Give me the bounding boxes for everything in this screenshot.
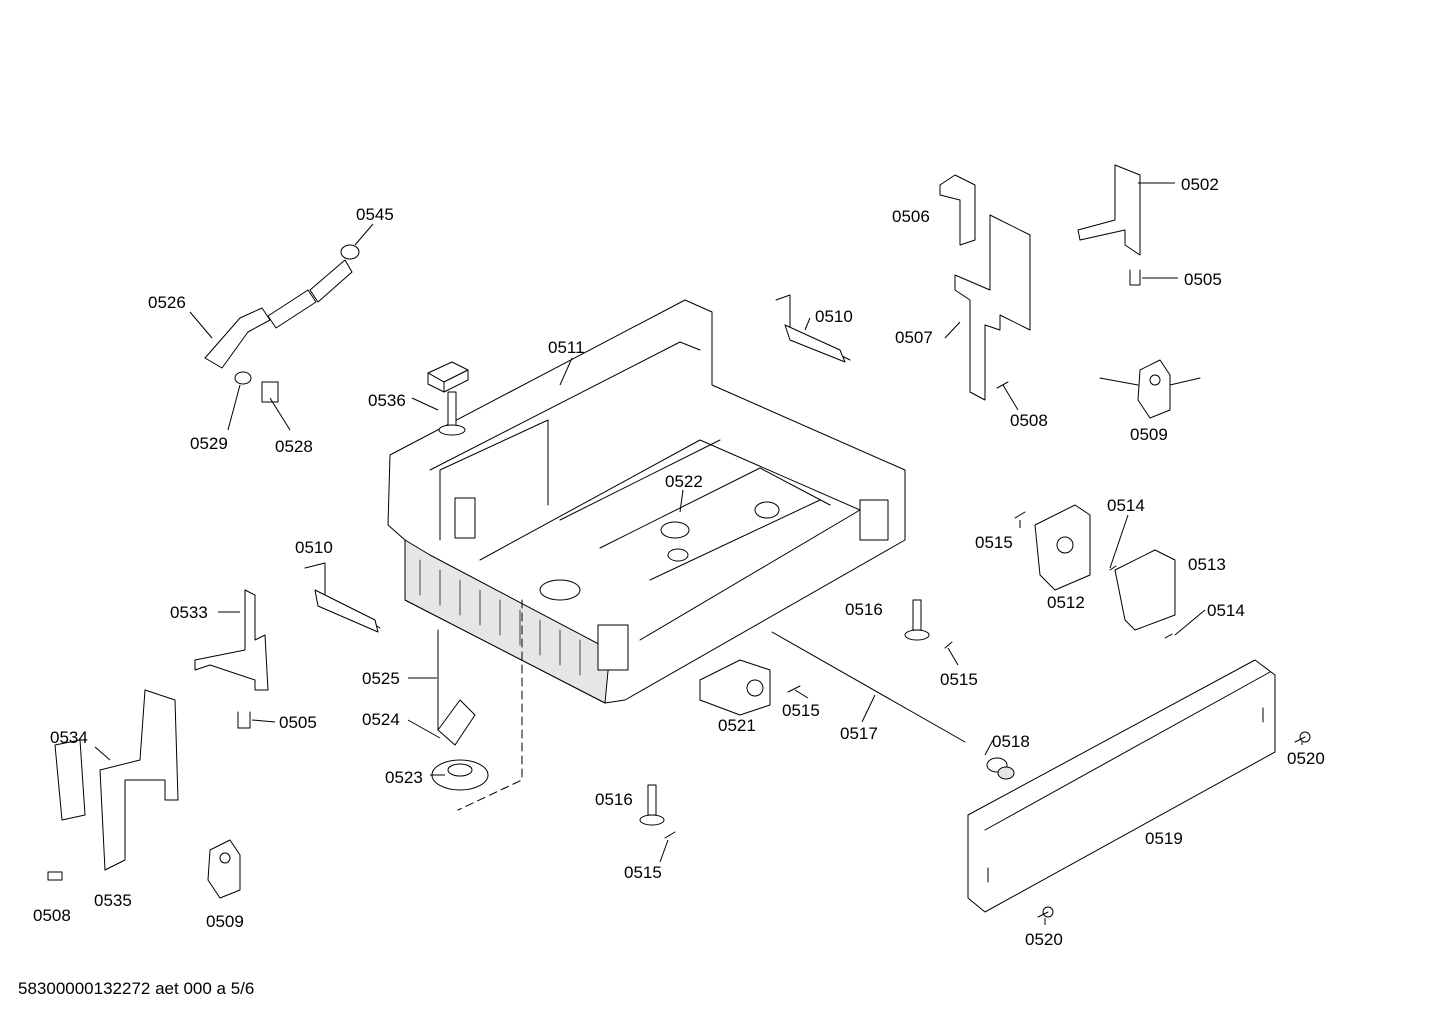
callout-label: 0516 — [845, 600, 883, 619]
callout-label: 0520 — [1287, 749, 1325, 768]
callout-label: 0515 — [624, 863, 662, 882]
callout-label: 0522 — [665, 472, 703, 491]
spring-hinge-part — [304, 294, 851, 633]
callout-label: 0517 — [840, 724, 878, 743]
callout-label: 0534 — [50, 728, 88, 747]
screw-0520-part — [1037, 731, 1311, 918]
callout-label: 0513 — [1188, 555, 1226, 574]
callout-label: 0514 — [1207, 601, 1245, 620]
hinge-latch-part — [1099, 359, 1201, 419]
callout-label: 0519 — [1145, 829, 1183, 848]
callout-label: 0533 — [170, 603, 208, 622]
callout-label: 0506 — [892, 207, 930, 226]
callout-label: 0514 — [1107, 496, 1145, 515]
callout-label: 0510 — [295, 538, 333, 557]
callout-label: 0524 — [362, 710, 400, 729]
callout-label: 0523 — [385, 768, 423, 787]
callout-label: 0515 — [940, 670, 978, 689]
callout-label: 0545 — [356, 205, 394, 224]
left-bracket-part — [47, 589, 269, 899]
knob-part — [986, 757, 1015, 780]
callout-label: 0508 — [33, 906, 71, 925]
callout-label: 0521 — [718, 716, 756, 735]
callout-labels: 0545 0526 0529 0528 0536 0511 0510 0506 … — [33, 175, 1325, 949]
callout-label: 0516 — [595, 790, 633, 809]
callout-label: 0508 — [1010, 411, 1048, 430]
callout-label: 0529 — [190, 434, 228, 453]
document-code: 58300000132272 aet 000 a 5/6 — [18, 979, 255, 998]
callout-label: 0535 — [94, 891, 132, 910]
callout-label: 0512 — [1047, 593, 1085, 612]
callout-label: 0510 — [815, 307, 853, 326]
callout-label: 0536 — [368, 391, 406, 410]
callout-label: 0520 — [1025, 930, 1063, 949]
callout-label: 0507 — [895, 328, 933, 347]
callout-label: 0511 — [548, 338, 585, 357]
callout-label: 0525 — [362, 669, 400, 688]
screw-foot-part — [427, 361, 469, 436]
front-panel-part — [967, 659, 1276, 913]
pump-part — [431, 629, 489, 791]
valve-part — [699, 659, 771, 716]
callout-label: 0526 — [148, 293, 186, 312]
callout-label: 0502 — [1181, 175, 1219, 194]
callout-label: 0528 — [275, 437, 313, 456]
callout-label: 0509 — [206, 912, 244, 931]
assembly-line — [457, 599, 523, 811]
callout-label: 0515 — [975, 533, 1013, 552]
callout-label: 0505 — [1184, 270, 1222, 289]
leader-lines — [94, 182, 1303, 925]
callout-label: 0509 — [1130, 425, 1168, 444]
cover-part — [1034, 504, 1176, 631]
drain-hose-part — [204, 244, 360, 403]
screws-part — [639, 381, 1173, 839]
callout-label: 0518 — [992, 732, 1030, 751]
rod-part — [771, 631, 966, 743]
base-tub-part — [387, 299, 906, 704]
bracket-part — [939, 164, 1141, 401]
callout-label: 0515 — [782, 701, 820, 720]
callout-label: 0505 — [279, 713, 317, 732]
